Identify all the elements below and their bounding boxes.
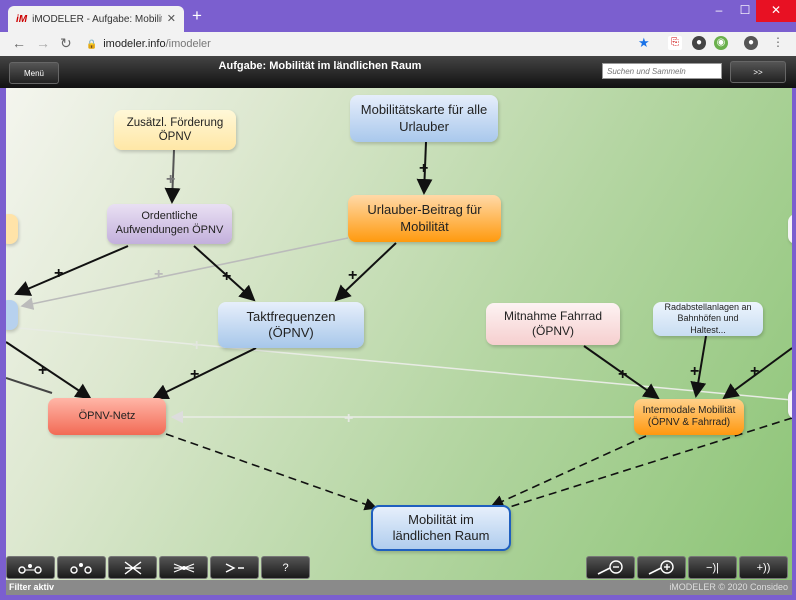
edge-plus-label: +: [38, 362, 47, 379]
node-mobilitaet-laendlicher-raum[interactable]: Mobilität im ländlichen Raum: [371, 505, 511, 551]
node-taktfrequenzen[interactable]: Taktfrequenzen (ÖPNV): [218, 302, 364, 348]
back-arrow-icon[interactable]: ←: [12, 35, 26, 51]
toolbar-button-3[interactable]: [108, 556, 157, 579]
edge-plus-label: +: [618, 366, 627, 383]
browser-tab[interactable]: iM iMODELER - Aufgabe: Mobilität i ✕: [8, 6, 184, 32]
node-mobilitaetskarte[interactable]: Mobilitätskarte für alle Urlauber: [350, 95, 498, 142]
node-cause-icon: [69, 562, 92, 574]
copyright-text: iMODELER © 2020 Consideo: [669, 582, 788, 592]
node-urlauber-beitrag[interactable]: Urlauber-Beitrag für Mobilität: [348, 195, 501, 242]
search-input[interactable]: [602, 63, 722, 79]
edge-left-netz[interactable]: [6, 341, 92, 400]
minimize-button[interactable]: –: [715, 3, 723, 17]
edge-plus-label: +: [419, 160, 428, 177]
model-canvas[interactable]: + + + + + + + + + + + + +: [6, 88, 792, 580]
new-tab-button[interactable]: +: [192, 6, 202, 25]
tab-title: iMODELER - Aufgabe: Mobilität i: [32, 13, 162, 25]
node-intermodale-mobilitaet[interactable]: Intermodale Mobilität (ÖPNV & Fahrrad): [634, 399, 744, 435]
node-offscreen-right-top[interactable]: [788, 214, 792, 244]
edge-plus-label: +: [348, 267, 357, 284]
extension-icon[interactable]: ●: [692, 36, 706, 50]
network-cross-icon: [124, 560, 141, 575]
window-close-button[interactable]: ✕: [756, 0, 796, 22]
edge-plus-label: +: [166, 171, 175, 188]
edge-zusaetzl-ordentliche[interactable]: [164, 149, 181, 204]
tab-close-icon[interactable]: ✕: [166, 13, 176, 25]
edge-ordentliche-takt[interactable]: [193, 245, 256, 302]
edge-plus-label: +: [750, 363, 759, 380]
edge-beitrag-takt[interactable]: [334, 242, 397, 302]
previous-step-button[interactable]: −)|: [688, 556, 737, 579]
zoom-in-button[interactable]: [637, 556, 686, 579]
bookmark-star-icon[interactable]: ★: [638, 35, 650, 50]
pdf-extension-icon[interactable]: ⎘: [668, 36, 682, 50]
reload-icon[interactable]: ↻: [60, 35, 72, 51]
edge-radabstell-intermodal[interactable]: [690, 335, 707, 398]
edge-takt-netz[interactable]: [152, 347, 257, 400]
node-offscreen-left[interactable]: [6, 300, 18, 330]
zoom-out-button[interactable]: [586, 556, 635, 579]
status-bar: Filter aktiv iMODELER © 2020 Consideo: [6, 580, 792, 595]
edge-intermodal-ziel[interactable]: [490, 435, 647, 508]
edge-right-intermodal[interactable]: [722, 347, 792, 400]
edge-plus-label: +: [54, 265, 63, 282]
zoom-out-icon: [597, 559, 623, 575]
toolbar-button-5[interactable]: [210, 556, 259, 579]
edge-plus-label: +: [192, 337, 201, 354]
node-link-icon: [17, 563, 42, 574]
browser-menu-icon[interactable]: ⋮: [772, 35, 784, 49]
edge-plus-label: +: [690, 363, 699, 380]
edge-left-intermodal[interactable]: [17, 327, 792, 401]
node-mitnahme-fahrrad[interactable]: Mitnahme Fahrrad (ÖPNV): [486, 303, 620, 345]
edge-plus-label: +: [344, 410, 353, 427]
node-oepnv-netz[interactable]: ÖPNV-Netz: [48, 398, 166, 435]
collapse-icon: [225, 562, 244, 573]
profile-avatar-icon[interactable]: ●: [744, 36, 758, 50]
edge-plus-label: +: [222, 268, 231, 285]
imodeler-favicon-icon: iM: [16, 13, 28, 25]
node-radabstellanlagen[interactable]: Radabstellanlagen an Bahnhöfen und Halte…: [653, 302, 763, 336]
edge-plus-label: +: [154, 266, 163, 283]
maximize-button[interactable]: ☐: [739, 3, 751, 17]
node-offscreen-left-top[interactable]: [6, 214, 18, 244]
app-header: Menü Aufgabe: Mobilität im ländlichen Ra…: [0, 56, 796, 88]
next-step-button[interactable]: +)): [739, 556, 788, 579]
connections-layer: + + + + + + + + + + + + +: [6, 141, 792, 511]
edge-plus-label: +: [190, 366, 199, 383]
toolbar-button-4[interactable]: [159, 556, 208, 579]
node-zusaetzl-foerderung[interactable]: Zusätzl. Förderung ÖPNV: [114, 110, 236, 150]
toolbar-button-1[interactable]: [6, 556, 55, 579]
menu-button[interactable]: Menü: [9, 62, 59, 84]
toolbar-button-2[interactable]: [57, 556, 106, 579]
network-graph-icon: [173, 562, 194, 573]
edge-fahrrad-intermodal[interactable]: [583, 345, 660, 400]
page-title: Aufgabe: Mobilität im ländlichen Raum: [218, 60, 422, 72]
chrome-extension-icon[interactable]: ◉: [714, 36, 728, 50]
lock-icon: 🔒: [86, 38, 98, 49]
help-button[interactable]: ?: [261, 556, 310, 579]
url-path: /imodeler: [165, 38, 211, 50]
edge-netz-ziel[interactable]: [165, 433, 378, 511]
edge-left2-netz[interactable]: [6, 377, 53, 394]
edge-beitrag-left[interactable]: [20, 237, 349, 310]
tab-bar: iM iMODELER - Aufgabe: Mobilität i ✕ + –…: [0, 0, 796, 32]
edge-karte-beitrag[interactable]: [416, 141, 433, 195]
forward-arrow-icon[interactable]: →: [36, 35, 50, 51]
expand-panel-button[interactable]: >>: [730, 61, 786, 83]
edge-ordentliche-left[interactable]: [14, 245, 129, 296]
url-host: imodeler.info: [103, 38, 166, 50]
url-field[interactable]: 🔒 imodeler.info/imodeler: [82, 34, 662, 54]
address-bar-row: ← → ↻ 🔒 imodeler.info/imodeler ★ ⎘ ● ◉ ●…: [0, 32, 796, 56]
zoom-in-icon: [648, 559, 674, 575]
filter-status: Filter aktiv: [9, 582, 55, 592]
node-offscreen-right[interactable]: [788, 389, 792, 419]
node-ordentliche-aufwendungen[interactable]: Ordentliche Aufwendungen ÖPNV: [107, 204, 232, 244]
